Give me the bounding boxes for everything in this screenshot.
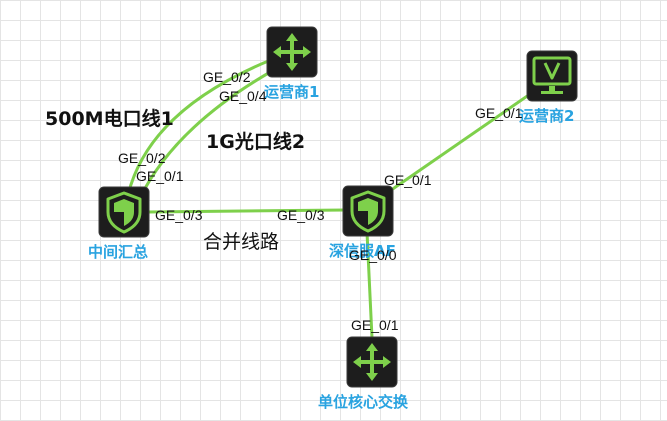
node-isp1-label: 运营商1: [264, 83, 319, 101]
port-label: GE_0/2: [118, 150, 166, 166]
link-label-merged: 合并线路: [203, 231, 279, 253]
port-label: GE_0/3: [277, 207, 325, 223]
node-af[interactable]: 深信服AF: [329, 185, 396, 260]
port-label: GE_0/1: [136, 168, 184, 184]
router-icon: [273, 33, 311, 71]
link-af-core[interactable]: [365, 230, 374, 340]
node-isp2-label: 运营商2: [519, 107, 574, 125]
link-agg-isp1-copper[interactable]: [126, 52, 288, 197]
firewall-shield-icon: [106, 191, 142, 234]
link-agg-isp1-fiber[interactable]: [138, 58, 294, 200]
link-agg-af[interactable]: [146, 208, 348, 214]
node-agg-label: 中间汇总: [88, 243, 148, 261]
port-label: GE_0/2: [203, 69, 251, 85]
router-icon: [353, 343, 391, 381]
node-af-label: 深信服AF: [329, 242, 396, 260]
node-core-label: 单位核心交换: [318, 393, 409, 411]
link-label-copper: 500M电口线1: [45, 107, 174, 130]
link-label-fiber: 1G光口线2: [206, 130, 305, 153]
port-label: GE_0/3: [155, 207, 203, 223]
monitor-icon: [532, 56, 572, 94]
node-core[interactable]: 单位核心交换: [318, 336, 409, 411]
node-isp2[interactable]: 运营商2: [519, 50, 578, 125]
port-label: GE_0/4: [219, 88, 267, 104]
node-isp1[interactable]: 运营商1: [264, 26, 319, 101]
node-agg[interactable]: 中间汇总: [88, 186, 150, 261]
firewall-shield-icon: [350, 190, 386, 233]
link-af-isp2[interactable]: [382, 88, 538, 197]
port-label: GE_0/1: [384, 172, 432, 188]
port-label: GE_0/1: [475, 105, 523, 121]
port-label: GE_0/1: [351, 317, 399, 333]
port-label: GE_0/0: [349, 247, 397, 263]
